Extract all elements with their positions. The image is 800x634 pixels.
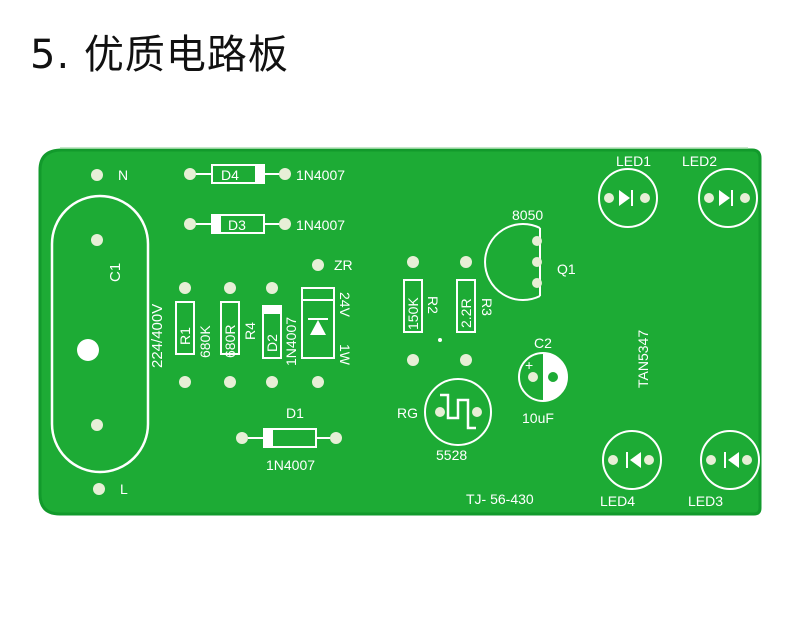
q1-type: 8050 — [512, 207, 543, 223]
r2-value: 150K — [405, 297, 421, 330]
ic-label: TAN5347 — [635, 330, 651, 388]
led2-label: LED2 — [682, 153, 717, 169]
pad — [91, 234, 103, 246]
page-title: 5. 优质电路板 — [30, 32, 289, 78]
label-n: N — [118, 167, 128, 183]
r4-label: R4 — [242, 322, 258, 340]
d2-part: 1N4007 — [283, 317, 299, 366]
c1-label: C1 — [107, 263, 124, 282]
svg-text:+: + — [525, 357, 533, 373]
c2-label: C2 — [534, 335, 552, 351]
d3-label: D3 — [228, 217, 246, 233]
led4-outline — [602, 430, 662, 490]
r3-label: R3 — [479, 298, 495, 316]
pcb-substrate — [38, 148, 762, 516]
q1-label: Q1 — [557, 261, 576, 277]
led1-label: LED1 — [616, 153, 651, 169]
zr-label: ZR — [334, 257, 353, 273]
pad — [91, 419, 103, 431]
zr-rating-v: 24V — [337, 292, 353, 318]
d1-label: D1 — [286, 405, 304, 421]
rg-label: RG — [397, 405, 418, 421]
board-code: TJ- 56-430 — [466, 491, 534, 507]
d4-label: D4 — [221, 167, 239, 183]
label-l: L — [120, 481, 128, 497]
d3-part: 1N4007 — [296, 217, 345, 233]
pad — [91, 169, 103, 181]
r3-outline — [456, 279, 476, 333]
zr-rating-w: 1W — [337, 344, 353, 366]
led4-label: LED4 — [600, 493, 635, 509]
r4-value: 680R — [222, 325, 238, 358]
r2-label: R2 — [425, 296, 441, 314]
c1-rating: 224/400V — [149, 304, 166, 368]
led3-label: LED3 — [688, 493, 723, 509]
d2-label: D2 — [264, 334, 280, 352]
d4-part: 1N4007 — [296, 167, 345, 183]
c2-value: 10uF — [522, 410, 554, 426]
r1-value: 680K — [197, 325, 213, 358]
pad — [93, 483, 105, 495]
led1-outline — [598, 168, 658, 228]
d1-part: 1N4007 — [266, 457, 315, 473]
c1-outline — [50, 194, 150, 474]
zr-outline — [301, 287, 335, 359]
led3-outline — [700, 430, 760, 490]
r1-outline — [175, 301, 195, 355]
r3-value: 2.2R — [458, 298, 474, 328]
rg-value: 5528 — [436, 447, 467, 463]
r1-label: R1 — [177, 327, 193, 345]
r4-outline — [220, 301, 240, 355]
led2-outline — [698, 168, 758, 228]
rg-outline — [424, 378, 492, 446]
r2-outline — [403, 279, 423, 333]
q1-outline — [484, 223, 541, 301]
mounting-hole — [77, 339, 99, 361]
